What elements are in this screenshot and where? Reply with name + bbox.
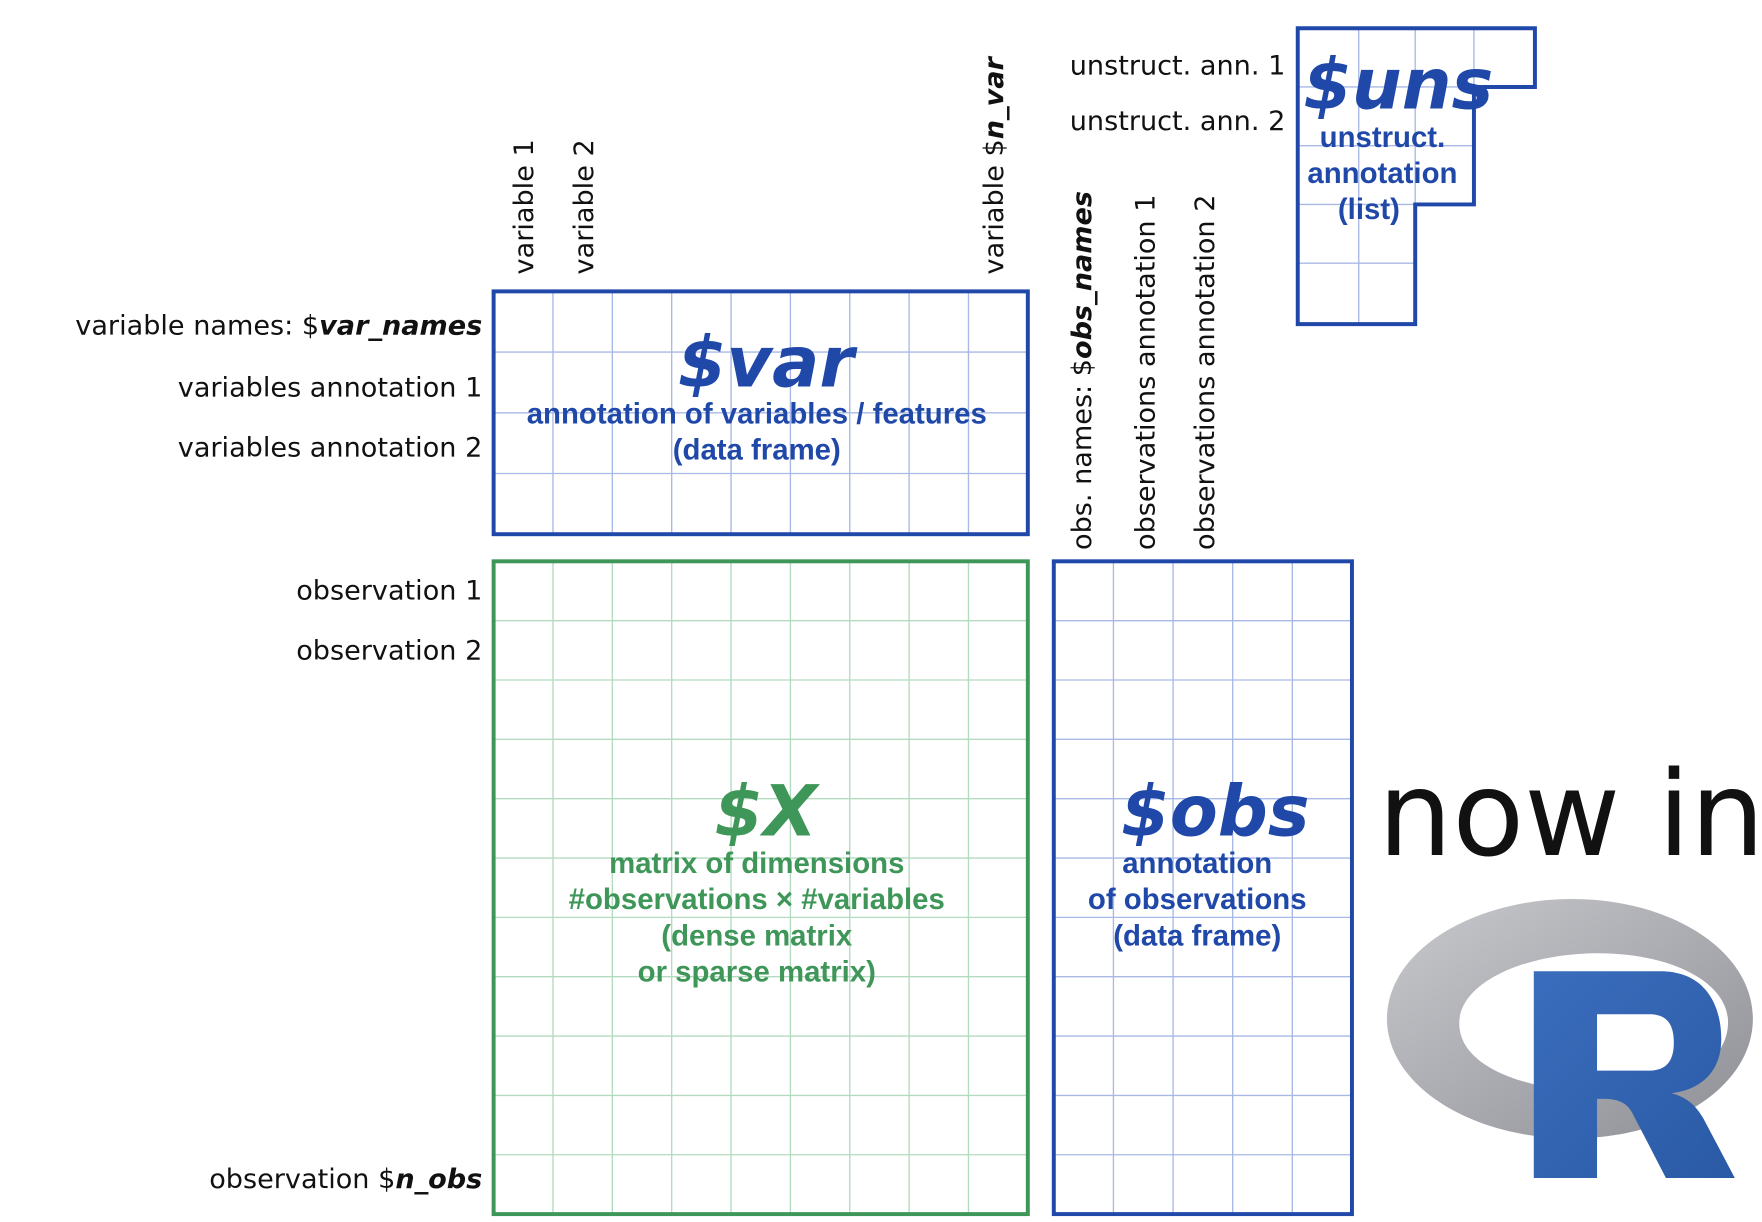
var-box xyxy=(491,289,1030,537)
obs-subtitle-3: (data frame) xyxy=(1113,919,1281,952)
x-subtitle-3: (dense matrix xyxy=(661,919,853,952)
var-annotation-1-label: variables annotation 1 xyxy=(178,372,483,403)
obs-subtitle-1: annotation xyxy=(1122,847,1272,880)
observation-2-label: observation 2 xyxy=(296,636,482,667)
r-logo-ring xyxy=(1386,898,1753,1139)
obs-box xyxy=(1051,559,1354,1217)
obs-subtitle-2: of observations xyxy=(1088,883,1307,916)
obs-title: $obs xyxy=(1121,771,1310,853)
var-col-label-1: variable 1 xyxy=(509,139,540,274)
x-subtitle-4: or sparse matrix) xyxy=(638,955,876,988)
observation-1-label: observation 1 xyxy=(296,576,482,607)
x-subtitle-1: matrix of dimensions xyxy=(609,847,904,880)
uns-title: $uns xyxy=(1303,43,1493,125)
var-title: $var xyxy=(678,321,859,403)
x-subtitle-2: #observations × #variables xyxy=(569,883,945,916)
x-title: $X xyxy=(714,771,820,853)
obs-annotation-1-label: observations annotation 1 xyxy=(1130,195,1161,550)
r-logo xyxy=(1386,898,1753,1178)
obs-names-label: obs. names: $obs_names xyxy=(1067,191,1098,550)
var-subtitle-2: (data frame) xyxy=(673,434,841,467)
uns-subtitle-2: annotation xyxy=(1307,157,1457,190)
uns-box xyxy=(1295,26,1537,327)
uns-label-2: unstruct. ann. 2 xyxy=(1070,106,1286,137)
uns-subtitle-3: (list) xyxy=(1338,193,1400,226)
observation-n-label: observation $n_obs xyxy=(209,1164,482,1195)
obs-annotation-2-label: observations annotation 2 xyxy=(1190,195,1221,550)
grid-lines xyxy=(493,28,1475,1215)
uns-subtitle-1: unstruct. xyxy=(1320,121,1446,154)
x-matrix-box xyxy=(491,559,1030,1217)
r-logo-letter xyxy=(1533,971,1735,1178)
now-in-text: now in xyxy=(1378,746,1762,883)
var-subtitle-1: annotation of variables / features xyxy=(527,398,987,431)
var-annotation-2-label: variables annotation 2 xyxy=(178,432,483,463)
uns-label-1: unstruct. ann. 1 xyxy=(1070,51,1286,82)
var-col-label-2: variable 2 xyxy=(569,139,600,274)
var-names-label: variable names: $var_names xyxy=(75,310,482,341)
var-col-label-n: variable $n_var xyxy=(979,56,1010,275)
